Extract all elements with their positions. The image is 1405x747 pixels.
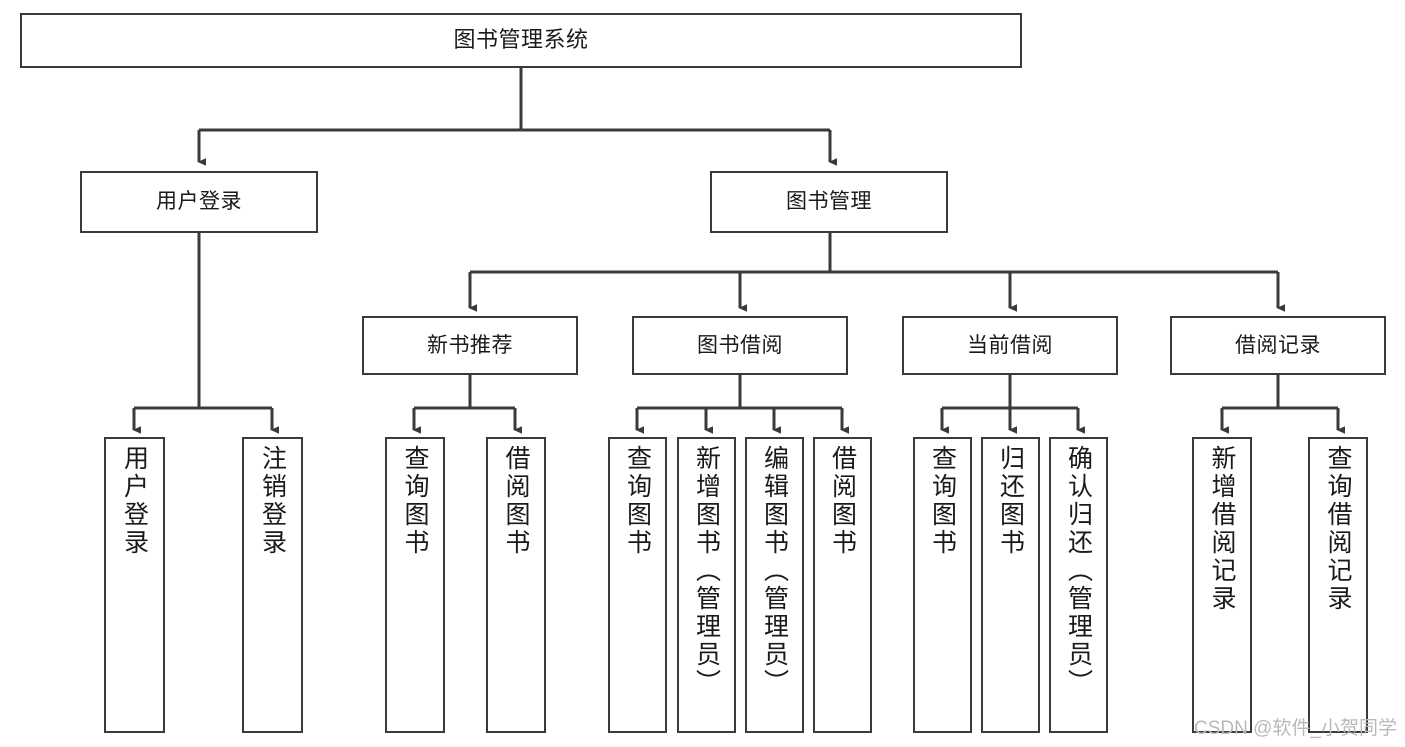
leaf-borrow-edit-book-admin[interactable]: 编辑图书（管理员） [745,437,804,733]
leaf-borrow-add-book-admin[interactable]: 新增图书（管理员） [677,437,736,733]
node-label: 新增图书（管理员） [692,445,721,697]
node-label: 编辑图书（管理员） [760,445,789,697]
leaf-record-query-record[interactable]: 查询借阅记录 [1308,437,1368,733]
leaf-recommend-query-book[interactable]: 查询图书 [385,437,445,733]
leaf-user-login-signin[interactable]: 用户登录 [104,437,165,733]
leaf-recommend-borrow-book[interactable]: 借阅图书 [486,437,546,733]
node-current-borrow[interactable]: 当前借阅 [902,316,1118,375]
node-label: 图书管理 [786,190,872,214]
node-label: 确认归还（管理员） [1064,445,1093,697]
node-label: 当前借阅 [967,333,1053,357]
node-label: 查询借阅记录 [1324,445,1352,613]
node-user-login[interactable]: 用户登录 [80,171,318,233]
node-borrow-record[interactable]: 借阅记录 [1170,316,1386,375]
leaf-user-login-signout[interactable]: 注销登录 [242,437,303,733]
leaf-current-query-book[interactable]: 查询图书 [913,437,972,733]
leaf-current-return-book[interactable]: 归还图书 [981,437,1040,733]
node-label: 图书借阅 [697,333,783,357]
node-label: 图书管理系统 [453,27,589,53]
leaf-record-add-record[interactable]: 新增借阅记录 [1192,437,1252,733]
node-label: 查询图书 [623,445,652,557]
node-new-book-recommend[interactable]: 新书推荐 [362,316,578,375]
node-label: 用户登录 [156,190,242,214]
node-book-borrow[interactable]: 图书借阅 [632,316,848,375]
node-label: 归还图书 [996,445,1025,557]
node-label: 新书推荐 [427,333,513,357]
node-label: 借阅记录 [1235,333,1321,357]
node-label: 借阅图书 [502,445,530,557]
leaf-borrow-borrow-book[interactable]: 借阅图书 [813,437,872,733]
node-label: 新增借阅记录 [1208,445,1236,613]
leaf-current-confirm-return-admin[interactable]: 确认归还（管理员） [1049,437,1108,733]
leaf-borrow-query-book[interactable]: 查询图书 [608,437,667,733]
node-label: 查询图书 [928,445,957,557]
node-book-management[interactable]: 图书管理 [710,171,948,233]
csdn-watermark: CSDN @软件_小贺同学 [1194,718,1397,739]
node-label: 注销登录 [258,445,287,557]
node-label: 查询图书 [401,445,429,557]
node-label: 用户登录 [120,445,149,557]
node-root-system[interactable]: 图书管理系统 [20,13,1022,68]
node-label: 借阅图书 [828,445,857,557]
